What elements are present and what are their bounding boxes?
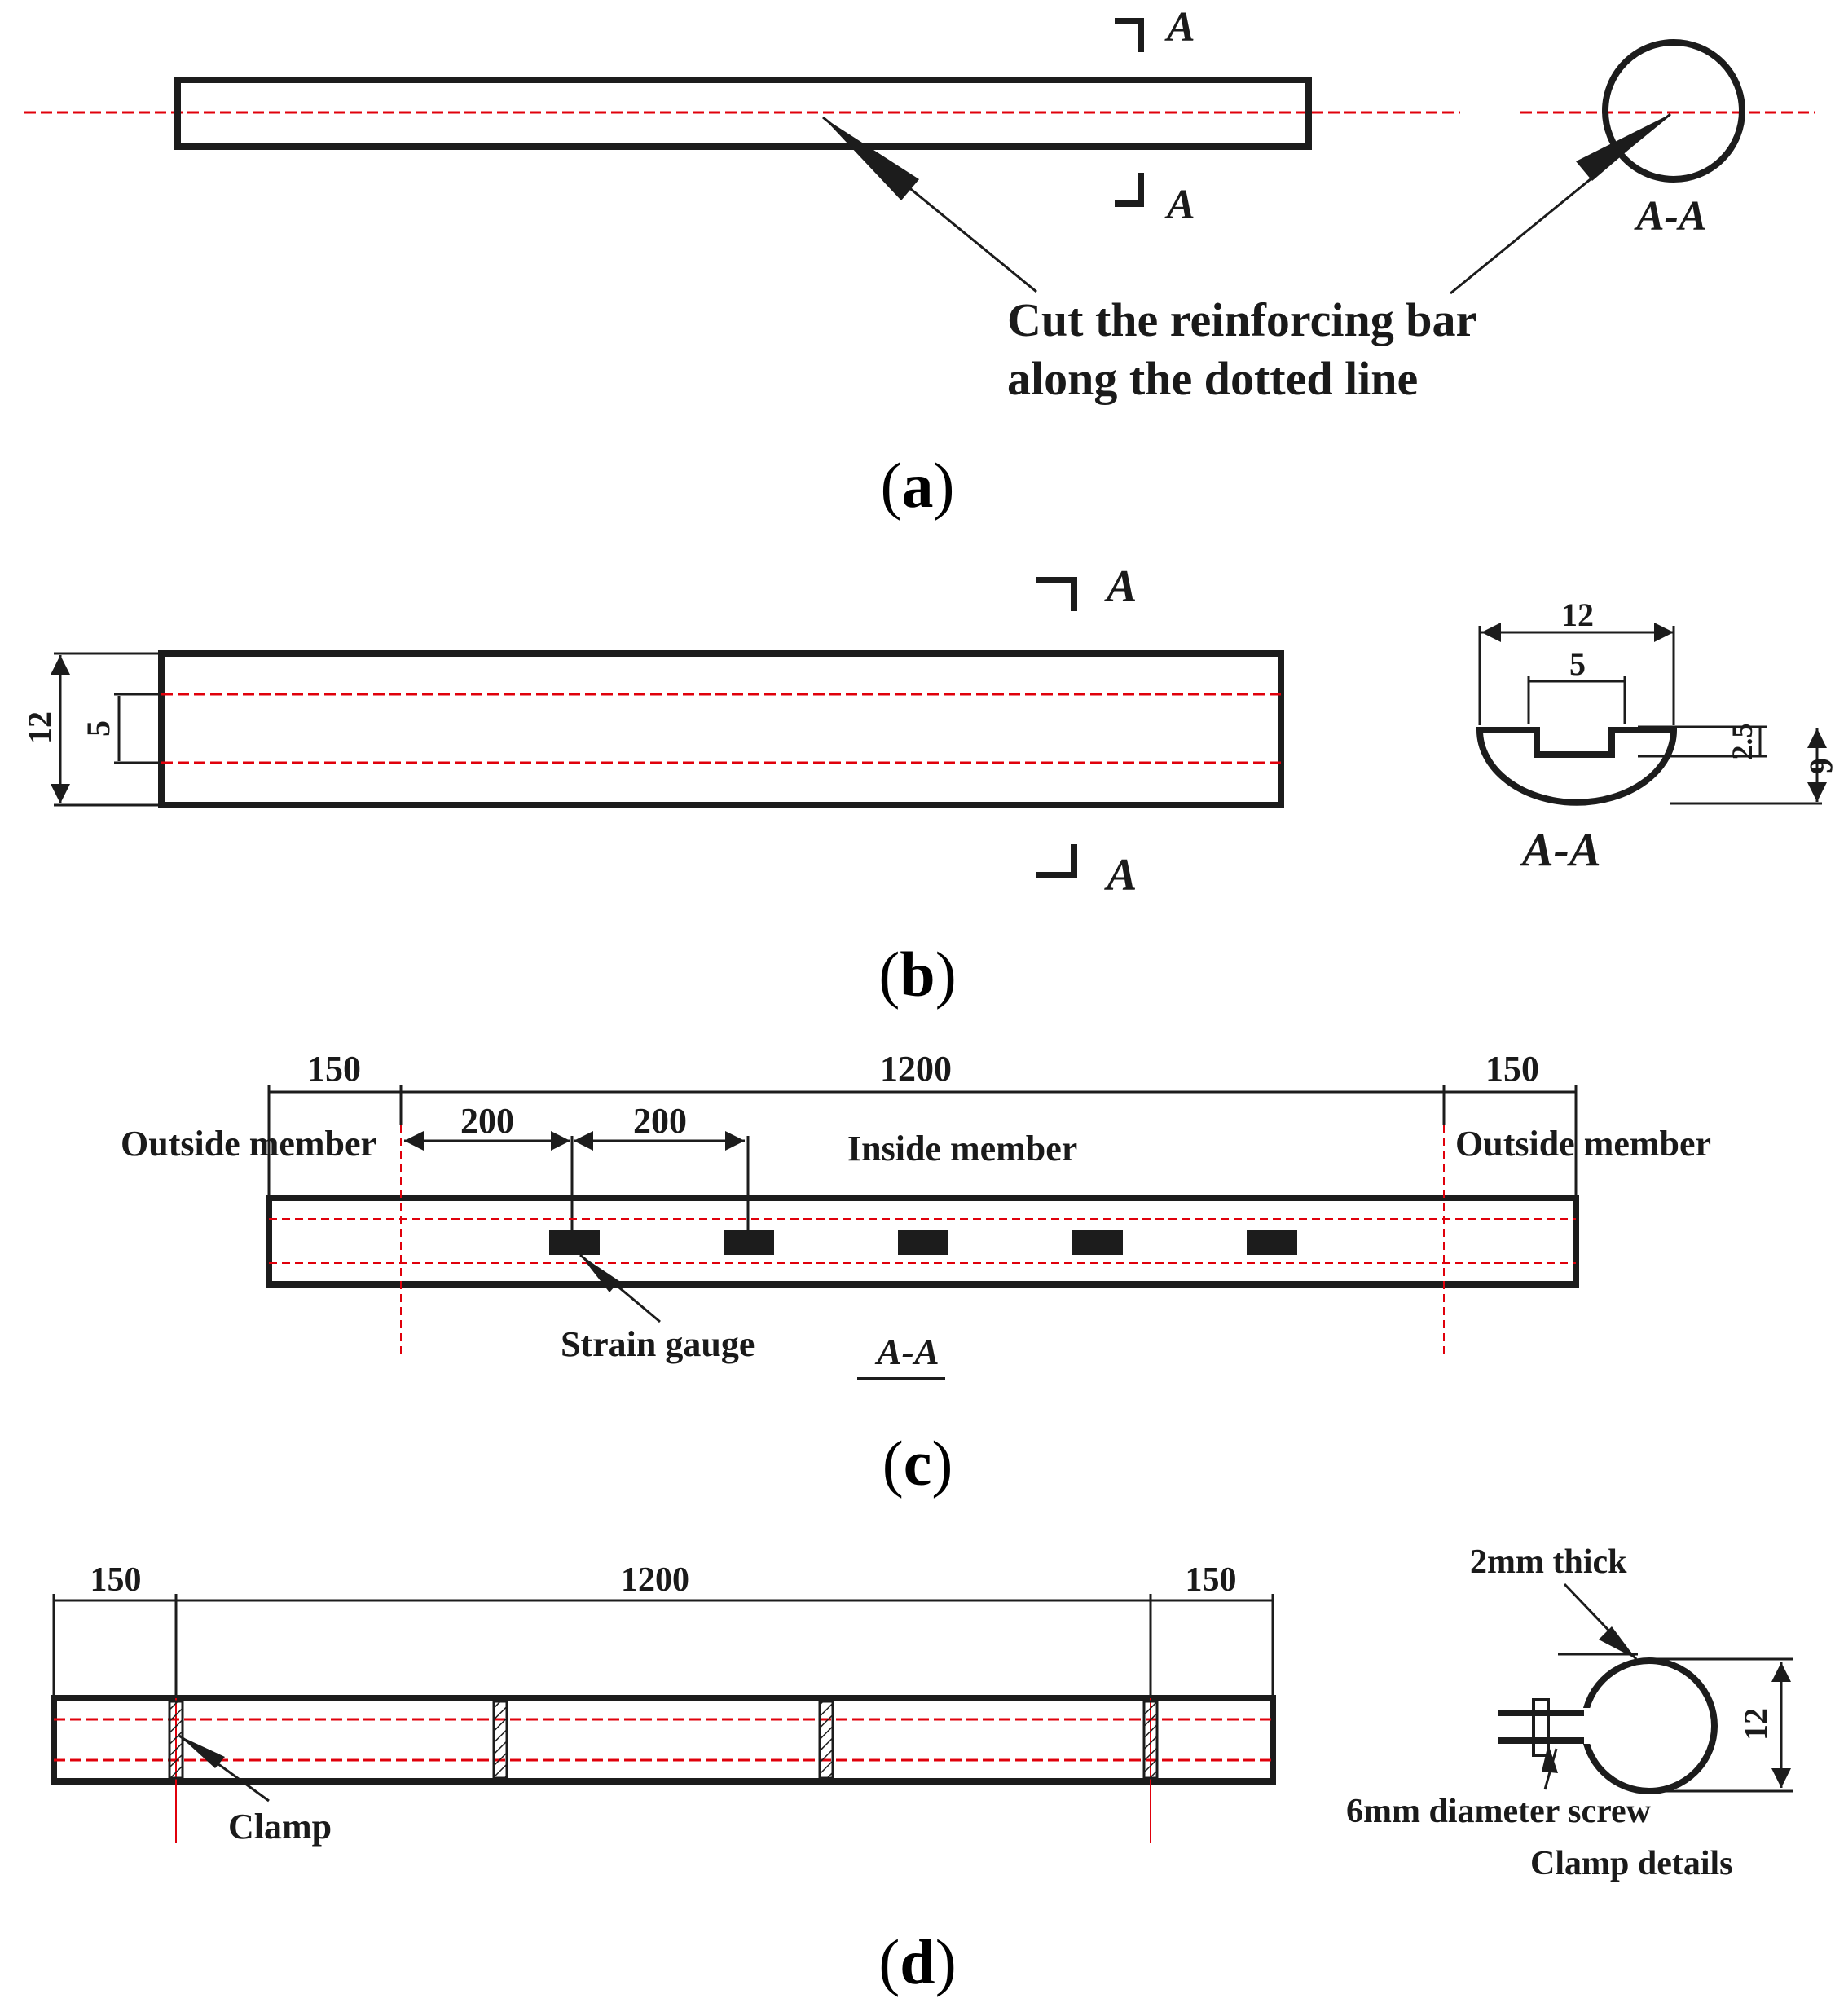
clamp bbox=[818, 1700, 834, 1780]
strain-gauge bbox=[1072, 1230, 1123, 1255]
dim-height: 12 bbox=[21, 711, 58, 744]
label-clamp-details: Clamp details bbox=[1530, 1845, 1733, 1882]
clamp bbox=[1142, 1700, 1159, 1780]
clamp bbox=[168, 1700, 184, 1780]
dim-groove: 5 bbox=[80, 720, 117, 737]
leader-arrowhead-thickness bbox=[1599, 1626, 1636, 1659]
section-mark-label-bottom: A bbox=[1104, 850, 1137, 900]
leader-arrowhead-bar bbox=[823, 117, 919, 200]
spacing-2: 200 bbox=[633, 1101, 687, 1141]
dim-left: 150 bbox=[307, 1049, 361, 1089]
bar-cross-section bbox=[1602, 39, 1745, 183]
strain-gauge bbox=[1247, 1230, 1297, 1255]
leader-arrowhead-gauge bbox=[580, 1255, 619, 1292]
label-strain-gauge: Strain gauge bbox=[561, 1324, 755, 1364]
section-mark-top bbox=[1115, 18, 1144, 52]
panel-a: A A A-A Cut the reinforcing bar along th… bbox=[24, 4, 1815, 521]
caption-d: (d) bbox=[878, 1926, 956, 1997]
instrumented-bar bbox=[266, 1195, 1579, 1288]
clamped-bar bbox=[51, 1695, 1276, 1785]
reinforcing-bar bbox=[174, 77, 1312, 150]
panel-d: 150 1200 150 Clamp 2mm thick 12 6mm diam… bbox=[51, 1543, 1793, 1997]
leader-arrowhead-section bbox=[1576, 114, 1670, 181]
cut-bar bbox=[158, 650, 1284, 808]
panel-c: 150 1200 150 200 200 Outside member Insi… bbox=[121, 1049, 1711, 1499]
leader-arrowhead-screw bbox=[1542, 1744, 1558, 1773]
dim-mid: 1200 bbox=[880, 1049, 952, 1089]
label-screw: 6mm diameter screw bbox=[1346, 1793, 1652, 1830]
label-inside: Inside member bbox=[847, 1129, 1077, 1169]
caption-c: (c) bbox=[882, 1428, 953, 1499]
note-line-1: Cut the reinforcing bar bbox=[1007, 293, 1476, 346]
leader-arrowhead-clamp bbox=[179, 1736, 225, 1768]
clamp bbox=[492, 1700, 508, 1780]
dim-right: 150 bbox=[1186, 1561, 1237, 1599]
section-mark-label-top: A bbox=[1104, 561, 1137, 612]
caption-b: (b) bbox=[878, 939, 956, 1010]
section-mark-bottom bbox=[1115, 173, 1144, 207]
strain-gauge bbox=[549, 1230, 600, 1255]
strain-gauge bbox=[898, 1230, 948, 1255]
screw bbox=[1532, 1698, 1550, 1757]
dim-left: 150 bbox=[90, 1561, 142, 1599]
sec-width: 12 bbox=[1561, 596, 1594, 633]
section-mark-top bbox=[1036, 577, 1077, 611]
label-outside-right: Outside member bbox=[1455, 1124, 1711, 1164]
caption-a: (a) bbox=[881, 450, 955, 521]
strain-gauge bbox=[724, 1230, 774, 1255]
panel-b: A A 12 5 12 5 2.5 6 A-A (b) bbox=[21, 561, 1835, 1010]
section-label: A-A bbox=[874, 1331, 940, 1372]
label-clamp: Clamp bbox=[228, 1807, 332, 1847]
section-mark-label-top: A bbox=[1164, 4, 1195, 51]
section-mark-bottom bbox=[1036, 844, 1077, 878]
label-thickness: 2mm thick bbox=[1470, 1543, 1627, 1581]
sec-groove: 5 bbox=[1569, 645, 1586, 682]
clamp-ring bbox=[1581, 1657, 1718, 1794]
dim-right: 150 bbox=[1485, 1049, 1539, 1089]
section-mark-label-bottom: A bbox=[1164, 182, 1195, 228]
section-label: A-A bbox=[1634, 193, 1707, 240]
label-outside-left: Outside member bbox=[121, 1124, 376, 1164]
sec-depth: 2.5 bbox=[1726, 724, 1758, 760]
spacing-1: 200 bbox=[460, 1101, 514, 1141]
clamp-diameter: 12 bbox=[1737, 1708, 1774, 1741]
dim-mid: 1200 bbox=[621, 1561, 689, 1599]
section-label: A-A bbox=[1520, 823, 1601, 876]
sec-height: 6 bbox=[1803, 758, 1835, 774]
half-section-shape bbox=[1476, 727, 1678, 806]
note-line-2: along the dotted line bbox=[1007, 352, 1418, 405]
